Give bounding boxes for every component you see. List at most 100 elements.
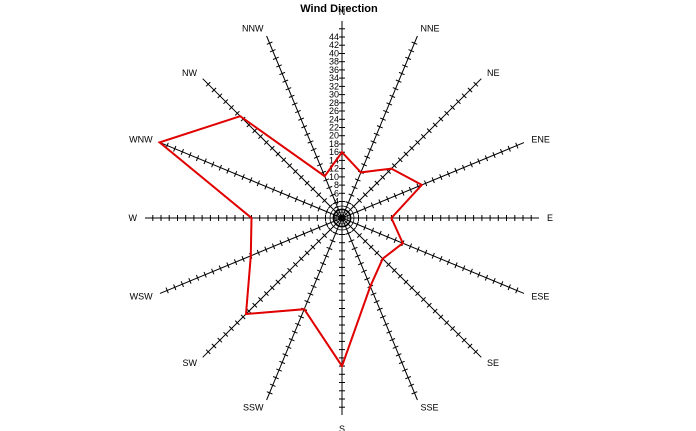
- tick-sw: [316, 238, 322, 244]
- tick-sw: [281, 273, 287, 279]
- tick-ene: [507, 145, 511, 152]
- direction-label-ssw: SSW: [243, 402, 264, 412]
- tick-ne: [374, 180, 380, 186]
- tick-ene: [469, 161, 473, 168]
- tick-wnw: [211, 161, 215, 168]
- tick-sw: [275, 279, 281, 285]
- tick-nnw: [313, 155, 320, 159]
- tick-nw: [316, 192, 322, 198]
- tick-ssw: [310, 284, 317, 289]
- tick-ese: [515, 287, 519, 294]
- tick-wnw: [264, 183, 268, 190]
- tick-ssw: [307, 292, 314, 296]
- tick-nne: [373, 132, 380, 136]
- tick-wnw: [302, 199, 306, 206]
- tick-ssw: [313, 277, 320, 281]
- tick-se: [473, 349, 479, 355]
- tick-wnw: [249, 177, 253, 184]
- tick-ssw: [323, 254, 330, 258]
- tick-nnw: [298, 117, 304, 121]
- tick-wnw: [325, 208, 329, 215]
- tick-ne: [473, 81, 479, 87]
- tick-ne: [432, 122, 438, 128]
- data-point-wsw: [249, 254, 252, 257]
- tick-wnw: [279, 189, 283, 196]
- tick-label-34: 34: [329, 73, 339, 83]
- tick-sw: [217, 337, 223, 343]
- tick-sse: [402, 368, 408, 372]
- tick-se: [409, 285, 415, 291]
- tick-sse: [395, 353, 402, 357]
- tick-sse: [373, 300, 380, 304]
- tick-nnw: [317, 163, 323, 167]
- direction-label-sw: SW: [183, 358, 198, 368]
- data-point-nw: [239, 115, 242, 118]
- tick-se: [415, 291, 421, 297]
- data-point-sw: [245, 313, 247, 315]
- tick-nne: [398, 71, 405, 76]
- tick-ne: [467, 87, 473, 93]
- tick-se: [391, 267, 397, 273]
- tick-wsw: [241, 256, 245, 262]
- tick-wsw: [309, 227, 314, 234]
- tick-ese: [355, 221, 359, 228]
- tick-ese: [469, 268, 473, 275]
- tick-label-44: 44: [329, 32, 339, 42]
- tick-sw: [322, 232, 328, 238]
- tick-label-32: 32: [329, 81, 339, 91]
- tick-nnw: [301, 125, 308, 129]
- tick-ese: [500, 281, 504, 288]
- tick-nw: [263, 139, 269, 145]
- tick-ne: [450, 104, 456, 110]
- radial-tick-labels: 0246810121416182022242628303234363840424…: [329, 32, 339, 223]
- tick-ese: [424, 249, 428, 256]
- tick-wnw: [271, 186, 276, 193]
- direction-label-wnw: WNW: [129, 135, 153, 145]
- tick-nnw: [323, 178, 330, 182]
- tick-wsw: [195, 274, 200, 281]
- tick-se: [432, 308, 438, 314]
- tick-label-8: 8: [334, 180, 339, 190]
- tick-se: [386, 262, 392, 268]
- tick-nnw: [272, 56, 279, 60]
- tick-nw: [298, 174, 304, 180]
- direction-label-nw: NW: [182, 68, 197, 78]
- tick-nw: [234, 110, 240, 116]
- data-point-sse: [369, 285, 372, 288]
- tick-sse: [389, 338, 396, 342]
- tick-wsw: [271, 243, 276, 250]
- tick-ene: [401, 189, 405, 196]
- tick-label-28: 28: [329, 98, 339, 108]
- tick-wsw: [256, 249, 260, 256]
- tick-nnw: [332, 201, 339, 205]
- tick-sse: [364, 277, 371, 281]
- tick-ssw: [329, 239, 336, 243]
- tick-ssw: [295, 322, 301, 327]
- tick-ese: [393, 237, 397, 243]
- tick-label-4: 4: [334, 197, 339, 207]
- direction-label-sse: SSE: [421, 402, 439, 412]
- tick-nne: [364, 155, 371, 159]
- data-point-ene: [420, 183, 423, 186]
- tick-nnw: [282, 79, 289, 83]
- tick-sse: [345, 231, 352, 235]
- tick-sw: [205, 349, 211, 355]
- tick-ssw: [288, 338, 295, 342]
- tick-se: [368, 244, 374, 250]
- tick-wnw: [294, 196, 298, 203]
- tick-wnw: [317, 205, 321, 212]
- tick-ne: [362, 192, 368, 198]
- tick-nne: [392, 87, 399, 91]
- tick-ese: [363, 224, 367, 231]
- tick-wsw: [317, 224, 321, 231]
- direction-label-nnw: NNW: [242, 24, 264, 34]
- tick-ese: [370, 227, 375, 234]
- tick-ese: [484, 274, 489, 281]
- data-point-ne: [390, 167, 393, 170]
- tick-se: [461, 337, 467, 343]
- tick-se: [455, 331, 461, 337]
- direction-label-w: W: [129, 213, 138, 223]
- tick-nw: [327, 203, 333, 209]
- tick-ne: [438, 116, 444, 122]
- tick-nne: [389, 94, 396, 98]
